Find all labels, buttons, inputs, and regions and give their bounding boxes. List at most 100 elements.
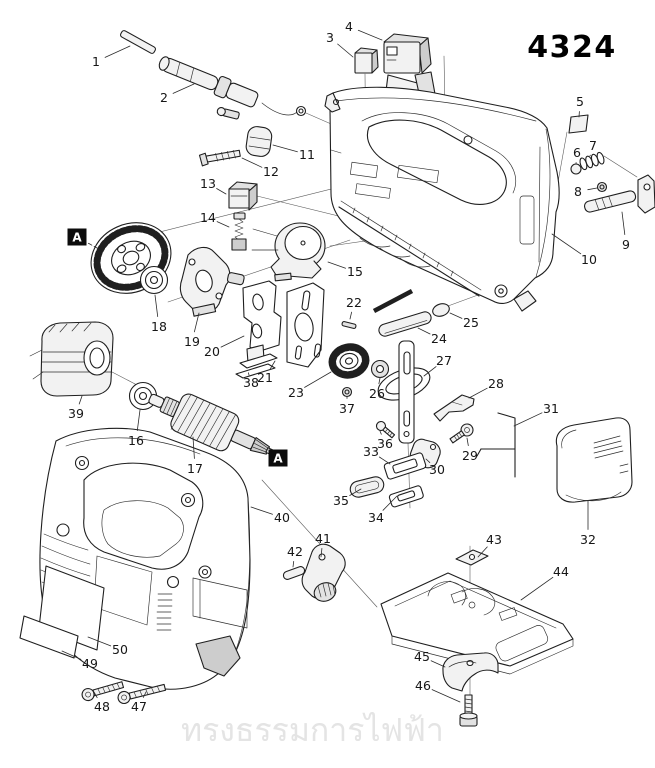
leader-line-9 <box>621 211 626 236</box>
part-art-41-lever <box>301 543 346 602</box>
leader-line-16 <box>136 409 141 432</box>
part-label-39: 39 <box>68 406 84 421</box>
part-label-20: 20 <box>204 344 220 359</box>
leader-line-12 <box>241 157 263 168</box>
pointer-arrow-shaft <box>372 288 414 314</box>
leader-line-28 <box>468 387 488 399</box>
part-label-22: 22 <box>346 295 362 310</box>
part-label-50: 50 <box>112 642 128 657</box>
leader-line-1 <box>104 45 131 58</box>
leader-line-23 <box>304 371 332 388</box>
part-label-42: 42 <box>287 544 303 559</box>
leader-line-19 <box>193 312 200 333</box>
part-art-42-pin <box>282 566 306 580</box>
part-art-13-brush-holder <box>228 181 258 211</box>
leader-line-4 <box>357 29 383 41</box>
part-art-47-screw <box>117 683 167 705</box>
part-label-12: 12 <box>263 164 279 179</box>
part-label-33: 33 <box>363 444 379 459</box>
part-art-19-bracket <box>179 246 245 317</box>
leader-line-47 <box>142 691 147 698</box>
part-label-45: 45 <box>414 649 430 664</box>
part-art-4-switch <box>383 33 436 104</box>
part-label-11: 11 <box>299 147 315 162</box>
leader-line-13 <box>216 188 227 195</box>
leader-line-41 <box>320 548 323 558</box>
leader-line-42 <box>292 561 295 568</box>
leader-line-27 <box>423 366 437 377</box>
leader-line-40 <box>250 506 273 515</box>
part-label-40: 40 <box>274 510 290 525</box>
marker-box-2 <box>268 449 288 467</box>
part-art-29-screw <box>449 423 474 444</box>
watermark-text: ทรงธรรมการไฟฟ้า <box>181 711 444 749</box>
part-art-8-nut <box>596 181 608 193</box>
leader-line-8 <box>587 187 598 191</box>
part-art-38-plate <box>235 363 276 379</box>
leader-line-45 <box>430 660 446 668</box>
part-art-27-slider <box>377 340 431 444</box>
leader-line-20 <box>220 335 245 348</box>
part-art-43-plate <box>455 549 489 566</box>
part-label-41: 41 <box>315 531 331 546</box>
leader-line-25 <box>449 312 463 319</box>
leader-line-36 <box>379 430 382 435</box>
part-label-13: 13 <box>200 176 216 191</box>
part-label-3: 3 <box>326 30 334 45</box>
part-label-34: 34 <box>368 510 384 525</box>
part-label-49: 49 <box>82 656 98 671</box>
marker-box-1 <box>67 228 87 246</box>
part-label-36: 36 <box>377 436 393 451</box>
part-art-39-field <box>29 321 114 397</box>
part-label-32: 32 <box>580 532 596 547</box>
part-label-16: 16 <box>128 433 144 448</box>
part-label-37: 37 <box>339 401 355 416</box>
part-label-8: 8 <box>574 184 582 199</box>
part-art-9-shaft <box>584 174 655 214</box>
part-art-26-roller <box>370 359 390 379</box>
part-label-2: 2 <box>160 90 168 105</box>
part-art-15-fan <box>251 222 326 282</box>
leader-line-11 <box>272 144 298 153</box>
part-label-17: 17 <box>187 461 203 476</box>
part-art-32-cover <box>555 417 633 503</box>
part-art-motor-housing <box>324 86 560 312</box>
leader-line-21 <box>269 360 276 370</box>
part-label-26: 26 <box>369 386 385 401</box>
part-label-44: 44 <box>553 564 569 579</box>
part-label-21: 21 <box>257 370 273 385</box>
leader-line-31 <box>513 412 543 427</box>
part-label-6: 6 <box>573 145 581 160</box>
model-number: 4324 <box>527 30 617 65</box>
leader-line-38 <box>247 372 250 376</box>
part-art-28-wedge <box>433 394 475 422</box>
marker-letter-1: A <box>72 231 82 245</box>
leader-line-10 <box>551 233 582 255</box>
part-label-18: 18 <box>151 319 167 334</box>
part-art-36-screw <box>375 420 396 439</box>
part-art-37-nut <box>341 386 353 398</box>
part-art-22-pin <box>341 321 357 329</box>
part-art-crank-plate <box>286 282 325 368</box>
part-label-47: 47 <box>131 699 147 714</box>
part-art-48-screw <box>81 681 125 702</box>
leader-line-34 <box>382 495 398 511</box>
leader-line-14 <box>216 221 230 228</box>
part-art-12-screw <box>198 149 241 167</box>
part-art-25-cap <box>432 303 450 317</box>
part-art-23-gear <box>328 343 370 379</box>
part-art-6-steel-ball <box>570 163 582 175</box>
part-art-7-spring <box>579 151 605 171</box>
part-art-5-plate <box>568 114 589 134</box>
leader-line-15 <box>327 261 347 269</box>
part-label-24: 24 <box>431 331 447 346</box>
part-label-30: 30 <box>429 462 445 477</box>
part-art-21-plate <box>239 353 278 369</box>
leader-line-29 <box>466 437 469 447</box>
pointer-arrow <box>372 288 414 314</box>
part-art-11-cord-clamp <box>245 126 273 157</box>
leader-line-24 <box>417 327 431 335</box>
part-label-48: 48 <box>94 699 110 714</box>
part-art-3-capacitor <box>354 47 379 74</box>
